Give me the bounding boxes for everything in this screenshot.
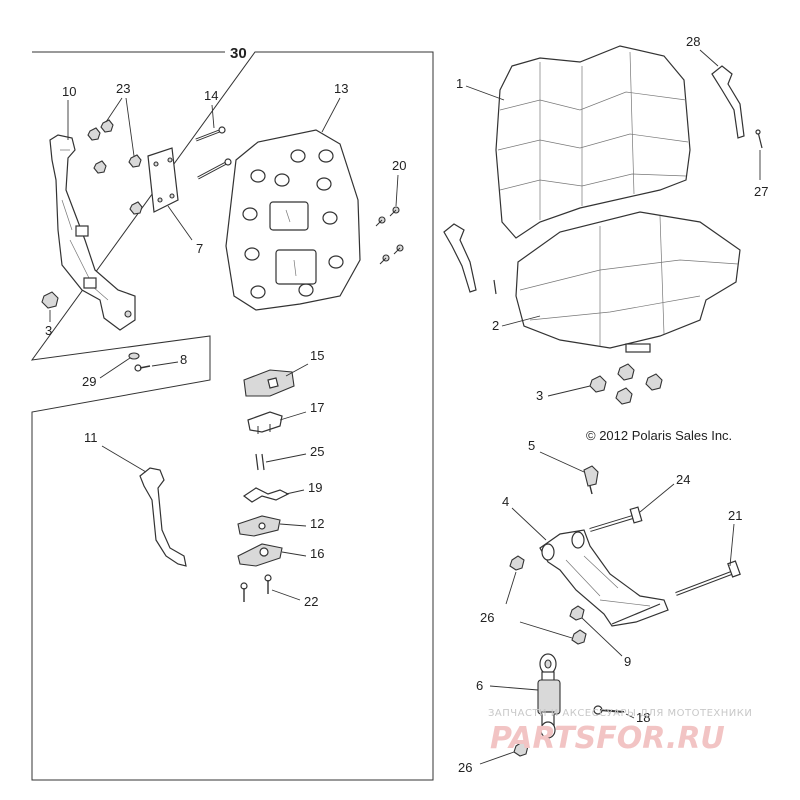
part-15	[243, 369, 295, 397]
seat-base-13	[225, 129, 361, 311]
fitting-5	[583, 465, 599, 495]
leader-17	[279, 411, 307, 421]
callout-23: 23	[116, 81, 130, 96]
bolt-21	[675, 560, 741, 596]
leader-5	[539, 451, 585, 473]
callout-22: 22	[304, 594, 318, 609]
callout-11: 11	[84, 430, 98, 445]
nut-26-upper	[509, 555, 525, 571]
part-17	[247, 411, 283, 434]
copyright-text: © 2012 Polaris Sales Inc.	[586, 428, 732, 443]
plate-7	[147, 147, 179, 213]
watermark-subtitle: ЗАПЧАСТИ И АКСЕССУАРЫ ДЛЯ МОТОТЕХНИКИ	[488, 708, 752, 719]
callout-3-left: 3	[45, 323, 52, 338]
seat-bottom-2	[515, 211, 741, 353]
swing-arm-4	[539, 529, 669, 627]
watermark: ЗАПЧАСТИ И АКСЕССУАРЫ ДЛЯ МОТОТЕХНИКИ PA…	[488, 708, 752, 756]
plate-16	[237, 543, 283, 567]
callout-10: 10	[62, 84, 76, 99]
callout-25: 25	[310, 444, 324, 459]
callout-20: 20	[392, 158, 406, 173]
callout-3-right: 3	[536, 388, 543, 403]
leader-8	[151, 361, 179, 367]
callout-29: 29	[82, 374, 96, 389]
nut-9	[569, 605, 585, 621]
screws-22	[240, 574, 272, 602]
bolts-20	[375, 206, 404, 265]
leader-26-lower	[479, 751, 515, 765]
callout-26-upper: 26	[480, 610, 494, 625]
leader-9	[581, 617, 623, 657]
leader-25	[265, 453, 307, 463]
leader-22	[271, 589, 301, 601]
leader-24	[639, 483, 675, 513]
leader-15	[285, 363, 309, 377]
leader-16	[281, 551, 307, 557]
leader-2	[501, 315, 541, 327]
callout-27: 27	[754, 184, 768, 199]
leader-11	[101, 445, 147, 473]
bolt-18	[593, 705, 625, 715]
clip-19	[242, 487, 290, 503]
callout-12: 12	[310, 516, 324, 531]
leader-29	[99, 357, 131, 379]
pin-27	[755, 129, 763, 149]
bolts-14	[195, 126, 232, 180]
leader-26-upper	[505, 571, 573, 639]
callout-26-lower: 26	[458, 760, 472, 775]
leader-28	[699, 49, 719, 67]
group-30-frame	[30, 51, 434, 781]
callout-2: 2	[492, 318, 499, 333]
nut-3-left	[41, 291, 59, 309]
shock-6	[537, 653, 561, 739]
bolt-24	[589, 506, 643, 532]
leader-3-right	[547, 385, 591, 397]
leader-7	[167, 205, 193, 241]
nuts-3-right	[589, 363, 663, 405]
leader-18	[625, 713, 635, 719]
callout-5: 5	[528, 438, 535, 453]
plate-12	[237, 515, 281, 537]
washer-29	[128, 352, 140, 360]
callout-30: 30	[230, 45, 247, 62]
leader-1	[465, 85, 505, 101]
callout-24: 24	[676, 472, 690, 487]
callout-6: 6	[476, 678, 483, 693]
bracket-10	[49, 134, 136, 331]
screw-8	[134, 364, 151, 372]
callout-16: 16	[310, 546, 324, 561]
leader-4	[511, 507, 547, 541]
callout-8: 8	[180, 352, 187, 367]
nuts-23	[87, 119, 143, 215]
callout-18: 18	[636, 710, 650, 725]
callout-4: 4	[502, 494, 509, 509]
callout-21: 21	[728, 508, 742, 523]
leader-19	[285, 489, 305, 495]
leader-6	[489, 685, 539, 691]
callout-9: 9	[624, 654, 631, 669]
nut-26-mid	[571, 629, 587, 645]
pins-25	[255, 453, 265, 471]
leader-23	[105, 97, 135, 157]
bracket-11	[139, 467, 187, 567]
callout-28: 28	[686, 34, 700, 49]
callout-1: 1	[456, 76, 463, 91]
callout-15: 15	[310, 348, 324, 363]
leader-13	[321, 97, 341, 133]
bracket-28	[711, 65, 745, 139]
leader-14	[211, 104, 215, 129]
seat-back-1	[495, 45, 691, 239]
callout-17: 17	[310, 400, 324, 415]
callout-19: 19	[308, 480, 322, 495]
leader-20	[395, 174, 399, 207]
callout-14: 14	[204, 88, 218, 103]
strap-left-seat	[443, 223, 497, 295]
leader-12	[279, 523, 307, 527]
callout-7: 7	[196, 241, 203, 256]
callout-13: 13	[334, 81, 348, 96]
leader-21	[729, 523, 735, 567]
watermark-logo: PARTSFOR.RU	[490, 721, 725, 756]
